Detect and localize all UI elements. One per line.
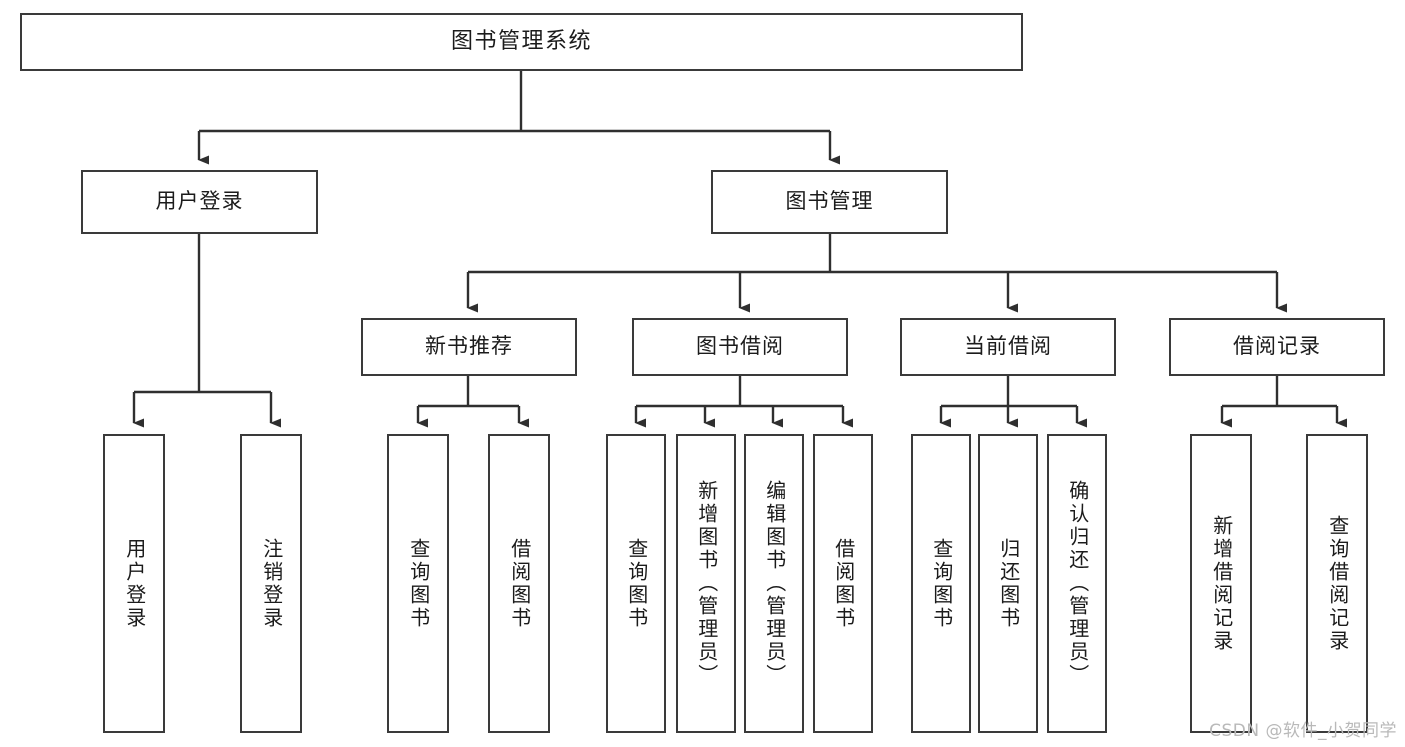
csdn-watermark: CSDN @软件_小贺同学 xyxy=(1209,721,1397,741)
leaf-confirm-return-admin[interactable]: 确认归还（管理员） xyxy=(1047,434,1107,733)
node-new-book-recommendation[interactable]: 新书推荐 xyxy=(361,318,577,376)
node-label: 借阅记录 xyxy=(1233,334,1321,359)
leaf-return-book[interactable]: 归还图书 xyxy=(978,434,1038,733)
node-label: 借阅图书 xyxy=(507,537,532,630)
node-current-borrowing[interactable]: 当前借阅 xyxy=(900,318,1116,376)
leaf-add-borrow-record[interactable]: 新增借阅记录 xyxy=(1190,434,1252,733)
leaf-add-book-admin[interactable]: 新增图书（管理员） xyxy=(676,434,736,733)
leaf-query-book-current[interactable]: 查询图书 xyxy=(911,434,971,733)
node-label: 查询图书 xyxy=(929,537,954,630)
node-label: 注销登录 xyxy=(259,537,284,630)
leaf-edit-book-admin[interactable]: 编辑图书（管理员） xyxy=(744,434,804,733)
leaf-borrow-book-recommend[interactable]: 借阅图书 xyxy=(488,434,550,733)
node-label: 新书推荐 xyxy=(425,334,513,359)
node-book-management-system[interactable]: 图书管理系统 xyxy=(20,13,1023,71)
leaf-query-borrow-record[interactable]: 查询借阅记录 xyxy=(1306,434,1368,733)
node-label: 借阅图书 xyxy=(831,537,856,630)
node-user-login[interactable]: 用户登录 xyxy=(81,170,318,234)
node-label: 编辑图书（管理员） xyxy=(762,480,787,687)
leaf-query-book-borrow[interactable]: 查询图书 xyxy=(606,434,666,733)
node-book-management[interactable]: 图书管理 xyxy=(711,170,948,234)
node-label: 用户登录 xyxy=(155,189,244,214)
node-label: 新增借阅记录 xyxy=(1209,514,1234,653)
node-book-borrowing[interactable]: 图书借阅 xyxy=(632,318,848,376)
node-label: 确认归还（管理员） xyxy=(1065,480,1090,687)
node-label: 图书管理 xyxy=(785,189,874,214)
leaf-logout[interactable]: 注销登录 xyxy=(240,434,302,733)
node-label: 查询图书 xyxy=(624,537,649,630)
node-label: 当前借阅 xyxy=(964,334,1052,359)
node-label: 图书借阅 xyxy=(696,334,784,359)
node-label: 归还图书 xyxy=(996,537,1021,630)
node-label: 用户登录 xyxy=(122,537,147,630)
node-label: 查询图书 xyxy=(406,537,431,630)
node-label: 查询借阅记录 xyxy=(1325,514,1350,653)
leaf-user-login[interactable]: 用户登录 xyxy=(103,434,165,733)
node-label: 新增图书（管理员） xyxy=(694,480,719,687)
leaf-query-book-recommend[interactable]: 查询图书 xyxy=(387,434,449,733)
node-label: 图书管理系统 xyxy=(450,28,592,54)
node-borrowing-record[interactable]: 借阅记录 xyxy=(1169,318,1385,376)
leaf-borrow-book[interactable]: 借阅图书 xyxy=(813,434,873,733)
